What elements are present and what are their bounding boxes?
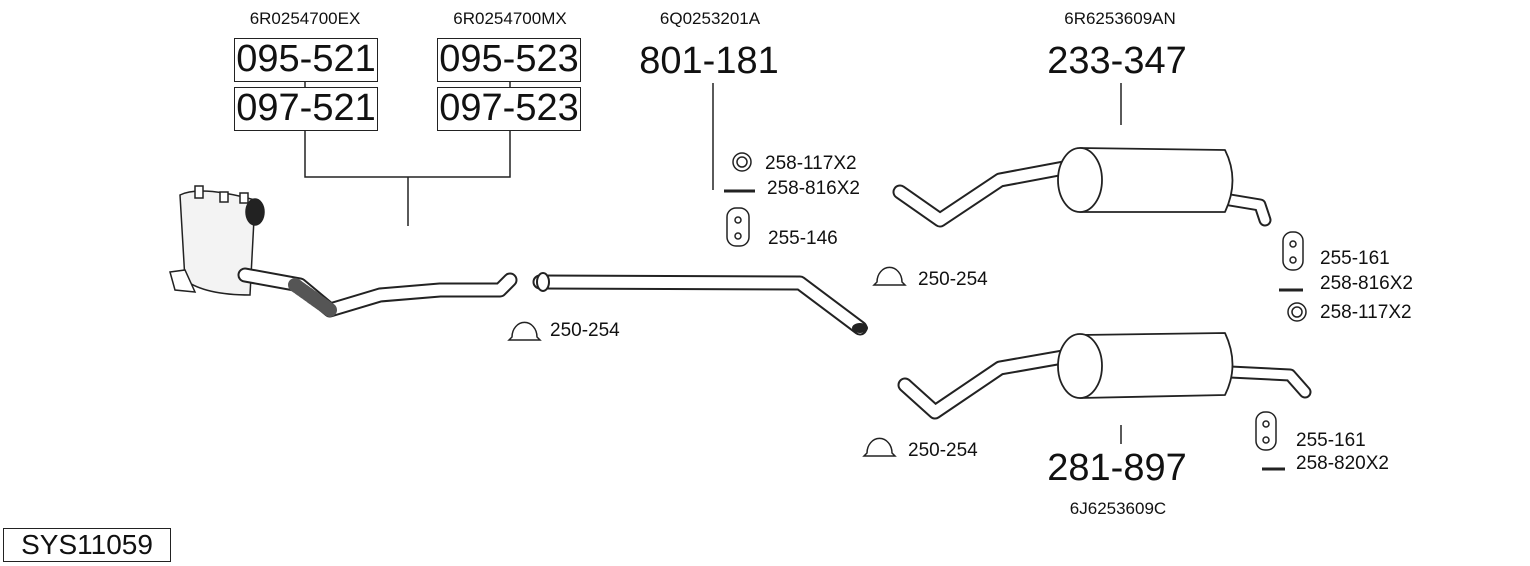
rear-muffler-a-drawing (892, 147, 1272, 228)
accessory-ring-middle[interactable]: 258-117X2 (765, 153, 857, 174)
part-box-097-521[interactable]: 097-521 (234, 87, 378, 131)
accessory-hanger-rear-a[interactable]: 255-161 (1320, 248, 1390, 269)
accessory-bolt-rear-a[interactable]: 258-816X2 (1320, 273, 1413, 294)
accessory-bolt-rear-b[interactable]: 258-820X2 (1296, 453, 1389, 474)
system-id-label: SYS11059 (3, 528, 171, 562)
hanger-icon (726, 207, 750, 247)
part-box-097-523[interactable]: 097-523 (437, 87, 581, 131)
accessory-hanger-middle[interactable]: 255-146 (768, 228, 838, 249)
clamp-icon (872, 266, 907, 286)
clamp-icon (507, 321, 542, 341)
part-box-095-521[interactable]: 095-521 (234, 38, 378, 82)
part-number-rear-muffler-b[interactable]: 281-897 (1047, 447, 1187, 489)
oem-number-dpf-mx: 6R0254700MX (453, 9, 567, 28)
part-box-095-523[interactable]: 095-523 (437, 38, 581, 82)
oem-number-dpf-ex: 6R0254700EX (249, 9, 361, 28)
accessory-hanger-rear-b[interactable]: 255-161 (1296, 430, 1366, 451)
oem-number-rear-muffler-a: 6R6253609AN (1064, 9, 1176, 28)
clamp-icon (862, 437, 897, 457)
dpf-drawing (169, 185, 265, 296)
ring-icon (732, 152, 752, 172)
middle-pipe-drawing (532, 272, 868, 336)
ring-icon (1287, 302, 1307, 322)
accessory-ring-rear-a[interactable]: 258-117X2 (1320, 302, 1412, 323)
accessory-clamp-front[interactable]: 250-254 (550, 320, 620, 341)
hanger-icon (1255, 411, 1277, 451)
hanger-icon (1282, 231, 1304, 271)
oem-number-rear-muffler-b: 6J6253609C (1069, 499, 1167, 518)
oem-number-middle-pipe: 6Q0253201A (659, 9, 761, 28)
front-pipe-drawing (237, 267, 518, 318)
accessory-bolt-middle[interactable]: 258-816X2 (767, 178, 860, 199)
rear-muffler-b-drawing (897, 332, 1312, 420)
accessory-clamp-rear-b[interactable]: 250-254 (908, 440, 978, 461)
part-number-rear-muffler-a[interactable]: 233-347 (1047, 40, 1187, 82)
accessory-clamp-middle[interactable]: 250-254 (918, 269, 988, 290)
part-number-middle-pipe[interactable]: 801-181 (639, 40, 779, 82)
